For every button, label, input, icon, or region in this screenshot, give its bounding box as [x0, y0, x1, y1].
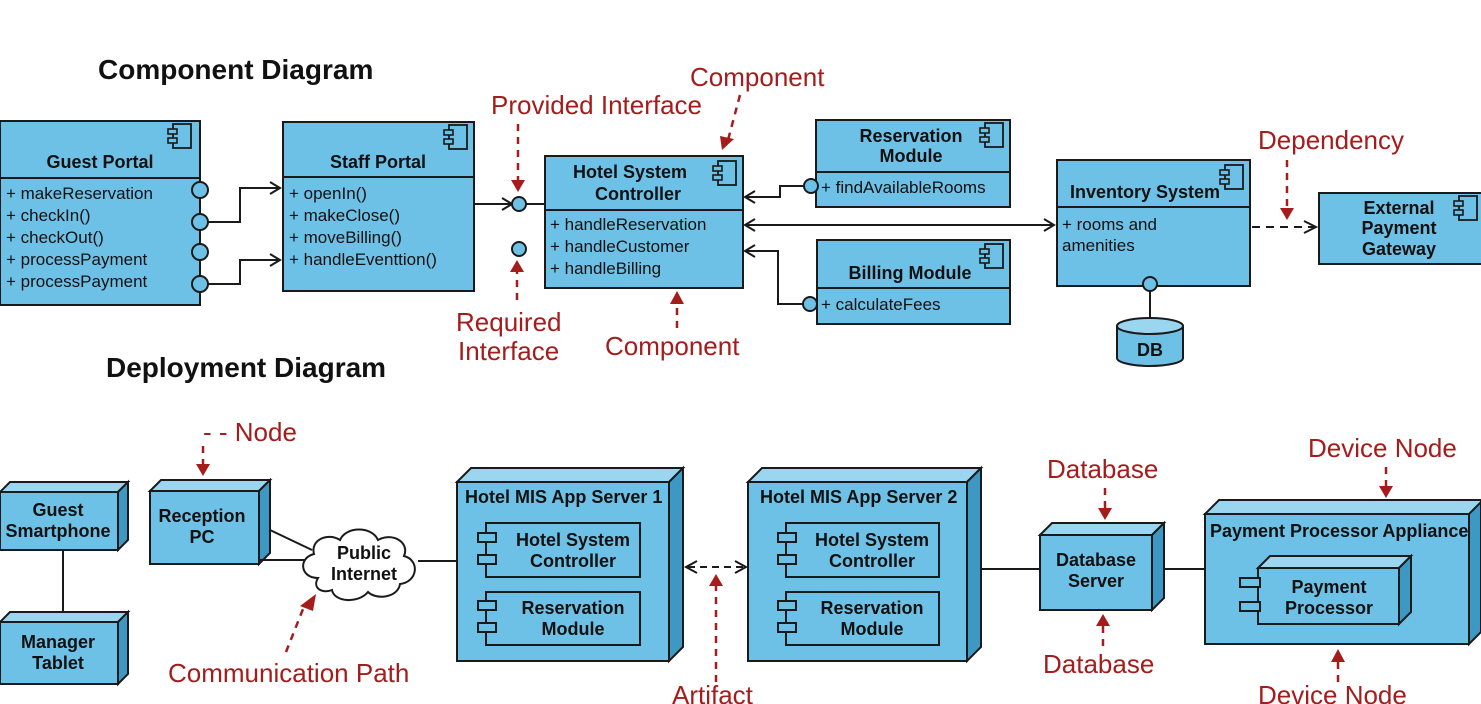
- artifact-reservation-module[interactable]: Reservation Module: [777, 591, 940, 646]
- artifact-hotel-system-controller[interactable]: Hotel System Controller: [777, 522, 940, 578]
- billing-module-op: + calculateFees: [821, 295, 941, 314]
- inventory-system-name: Inventory System: [1070, 182, 1220, 202]
- staff-portal-component[interactable]: Staff Portal + openIn() + makeClose() + …: [282, 121, 475, 292]
- guest-portal-component[interactable]: Guest Portal + makeReservation + checkIn…: [0, 120, 201, 306]
- external-payment-gateway-component[interactable]: External Payment Gateway: [1318, 192, 1481, 265]
- database-server-node[interactable]: Database Server: [1037, 520, 1167, 613]
- database-server-label: Server: [1068, 571, 1124, 591]
- db-datastore[interactable]: DB: [1116, 276, 1184, 367]
- reservation-module-component[interactable]: Reservation Module + findAvailableRooms: [815, 119, 1011, 208]
- reception-pc-node[interactable]: Reception PC: [147, 477, 273, 567]
- staff-portal-name: Staff Portal: [330, 152, 426, 172]
- artifact-label: Module: [841, 619, 904, 639]
- artifact-payment-processor[interactable]: Payment Processor: [1239, 553, 1414, 627]
- controller-op: + handleReservation: [550, 215, 706, 234]
- reception-pc-label: Reception: [158, 506, 245, 526]
- app-server-1-node[interactable]: Hotel MIS App Server 1 Hotel System Cont…: [454, 465, 686, 664]
- artifact-label: Reservation: [820, 598, 923, 618]
- annotation-database-bottom: Database: [1043, 649, 1154, 679]
- annotation-device-node-top: Device Node: [1308, 433, 1457, 463]
- artifact-label: Hotel System: [815, 530, 929, 550]
- manager-tablet-label: Manager: [21, 632, 95, 652]
- inventory-system-component[interactable]: Inventory System + rooms and amenities: [1056, 159, 1251, 287]
- reservation-module-name-line: Reservation: [859, 126, 962, 146]
- artifact-label: Reservation: [521, 598, 624, 618]
- artifact-label: Controller: [829, 551, 915, 571]
- guest-portal-name: Guest Portal: [46, 152, 153, 172]
- reservation-module-name-line: Module: [880, 146, 943, 166]
- reservation-module-op: + findAvailableRooms: [821, 178, 986, 197]
- dependency-connector: [1252, 220, 1319, 234]
- gateway-name-line: Payment: [1361, 218, 1436, 238]
- artifact-label: Payment: [1291, 577, 1366, 597]
- guest-smartphone-node[interactable]: Guest Smartphone: [0, 479, 131, 553]
- controller-name-line: Controller: [595, 184, 681, 204]
- artifact-label: Module: [542, 619, 605, 639]
- manager-tablet-node[interactable]: Manager Tablet: [0, 609, 131, 687]
- server-replication-link: [683, 560, 749, 574]
- inventory-system-op: amenities: [1062, 236, 1135, 255]
- guest-smartphone-label: Smartphone: [5, 521, 110, 541]
- artifact-reservation-module[interactable]: Reservation Module: [477, 591, 641, 646]
- artifact-label: Hotel System: [516, 530, 630, 550]
- deployment-diagram-title: Deployment Diagram: [106, 352, 386, 383]
- component-annotations: Component Provided Interface Dependency …: [456, 62, 1404, 366]
- staff-portal-op: + moveBilling(): [289, 228, 402, 247]
- guest-portal-op: + checkIn(): [6, 206, 91, 225]
- annotation-dependency: Dependency: [1258, 125, 1404, 155]
- annotation-component-top: Component: [690, 62, 825, 92]
- database-server-label: Database: [1056, 550, 1136, 570]
- guest-portal-op: + processPayment: [6, 250, 148, 269]
- staff-portal-op: + openIn(): [289, 184, 367, 203]
- payment-processor-appliance-node[interactable]: Payment Processor Appliance Payment Proc…: [1202, 499, 1481, 647]
- billing-module-component[interactable]: Billing Module + calculateFees: [816, 239, 1011, 325]
- deployment-annotations: - - Node Communication Path Artifact Dat…: [168, 417, 1457, 704]
- pc-internet-link: [269, 529, 313, 551]
- app-server-2-name: Hotel MIS App Server 2: [760, 487, 957, 507]
- guest-portal-interfaces: [191, 181, 282, 293]
- controller-op: + handleBilling: [550, 259, 661, 278]
- annotation-node: - - Node: [203, 417, 297, 447]
- gateway-name-line: External: [1363, 198, 1434, 218]
- gateway-name-line: Gateway: [1362, 239, 1436, 259]
- controller-op: + handleCustomer: [550, 237, 690, 256]
- provided-interface-connector: [474, 196, 545, 257]
- controller-inventory-link: [743, 218, 1056, 232]
- controller-name-line: Hotel System: [573, 162, 687, 182]
- artifact-label: Processor: [1285, 598, 1373, 618]
- public-internet-label: Public: [337, 543, 391, 563]
- annotation-provided-interface: Provided Interface: [491, 90, 702, 120]
- payment-appliance-name: Payment Processor Appliance: [1210, 521, 1468, 541]
- app-server-2-node[interactable]: Hotel MIS App Server 2 Hotel System Cont…: [745, 465, 984, 664]
- annotation-component-bottom: Component: [605, 331, 740, 361]
- guest-portal-op: + checkOut(): [6, 228, 104, 247]
- reception-pc-label: PC: [189, 527, 214, 547]
- annotation-required-interface: Required: [456, 307, 562, 337]
- annotation-device-node-bottom: Device Node: [1258, 680, 1407, 704]
- public-internet-label: Internet: [331, 564, 397, 584]
- annotation-database-top: Database: [1047, 454, 1158, 484]
- component-diagram-title: Component Diagram: [98, 54, 373, 85]
- artifact-label: Controller: [530, 551, 616, 571]
- artifact-hotel-system-controller[interactable]: Hotel System Controller: [477, 522, 641, 578]
- hotel-system-controller-component[interactable]: Hotel System Controller + handleReservat…: [544, 155, 744, 289]
- annotation-required-interface: Interface: [458, 336, 559, 366]
- db-label: DB: [1137, 340, 1163, 360]
- manager-tablet-label: Tablet: [32, 653, 84, 673]
- annotation-communication-path: Communication Path: [168, 658, 409, 688]
- billing-module-name: Billing Module: [849, 263, 972, 283]
- guest-portal-op: + processPayment: [6, 272, 148, 291]
- inventory-system-op: + rooms and: [1062, 215, 1157, 234]
- public-internet-cloud[interactable]: Public Internet: [302, 528, 416, 601]
- staff-portal-op: + makeClose(): [289, 206, 400, 225]
- guest-portal-op: + makeReservation: [6, 184, 153, 203]
- billing-required-interface: [743, 244, 818, 312]
- reservation-required-interface: [743, 178, 819, 204]
- guest-smartphone-label: Guest: [32, 500, 83, 520]
- annotation-artifact: Artifact: [672, 680, 754, 704]
- app-server-1-name: Hotel MIS App Server 1: [465, 487, 662, 507]
- staff-portal-op: + handleEventtion(): [289, 250, 437, 269]
